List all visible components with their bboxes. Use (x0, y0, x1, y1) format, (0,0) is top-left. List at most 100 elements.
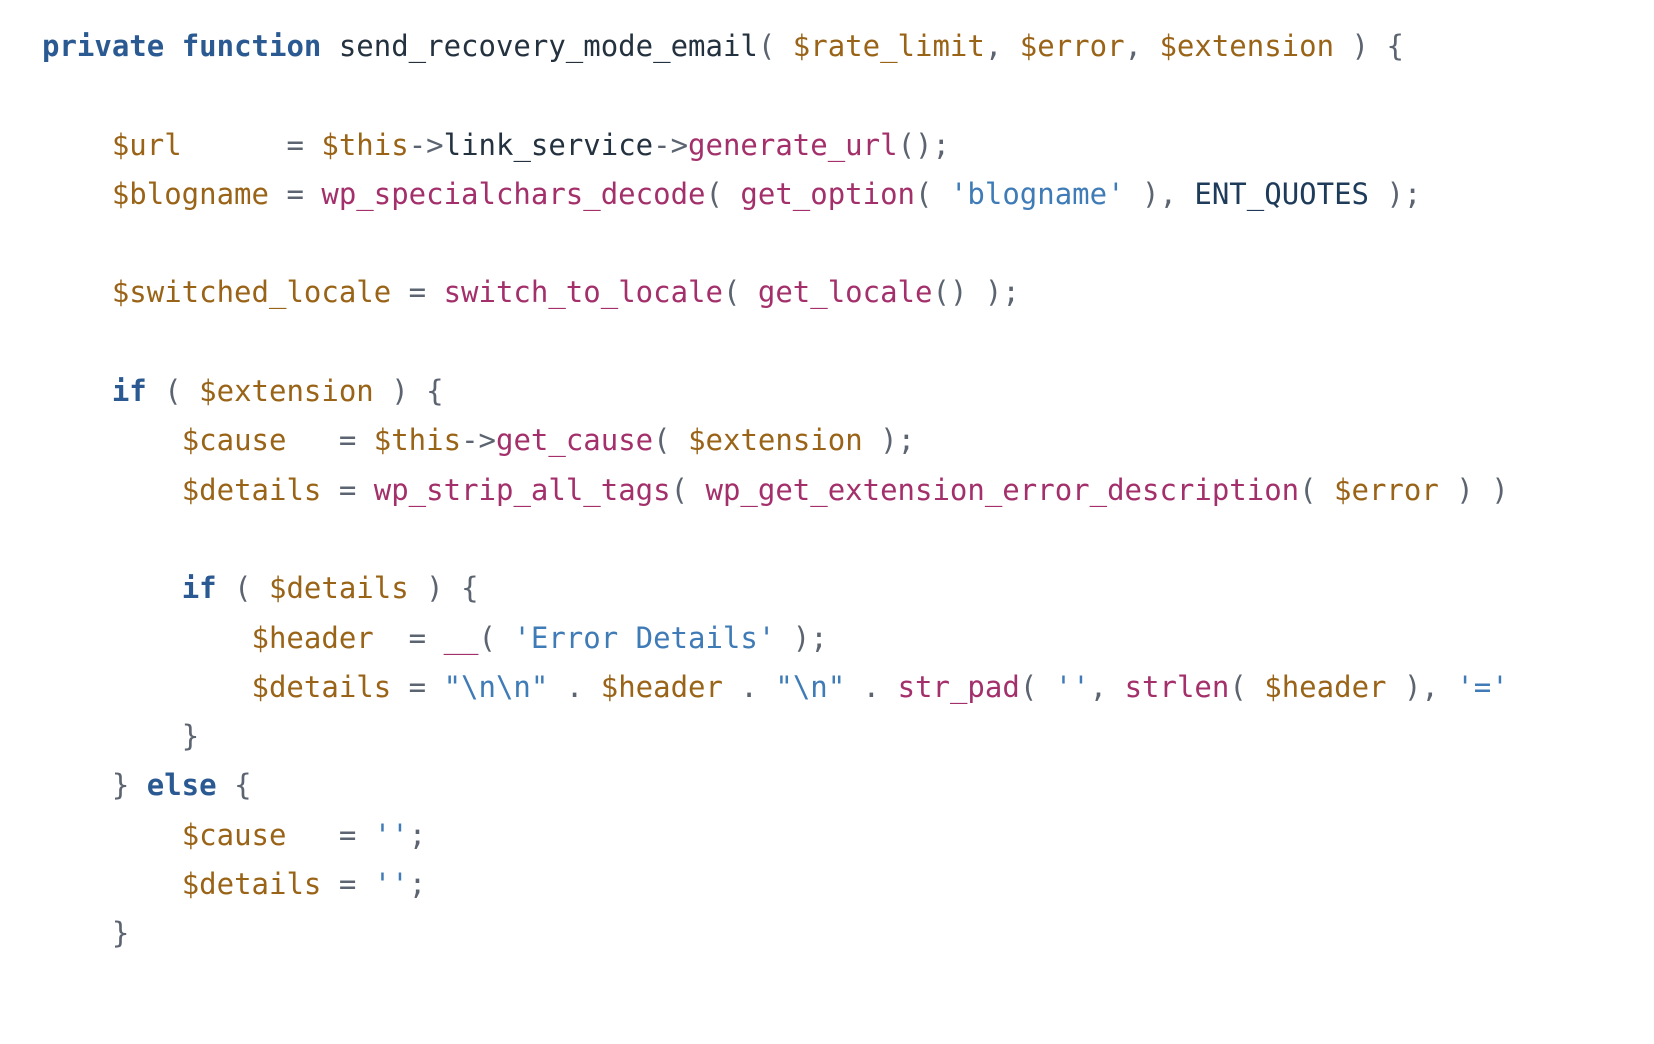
code-token-punct: } (181, 719, 200, 754)
code-token-plain (42, 621, 252, 655)
code-token-punct: , (984, 29, 1020, 63)
code-token-keyword: function (181, 29, 322, 63)
code-token-punct: ( (915, 176, 950, 211)
code-token-punct: ) { (1334, 29, 1404, 63)
code-line: private function send_recovery_mode_emai… (42, 22, 1509, 71)
code-line: } (42, 712, 1509, 761)
code-token-punct: ) ) (1438, 472, 1509, 507)
code-token-punct: { (216, 768, 252, 803)
code-token-variable: $cause (181, 817, 287, 852)
code-token-variable: $this (373, 423, 462, 458)
code-token-constant: ENT_QUOTES (1194, 176, 1369, 211)
code-token-function: wp_get_extension_error_description (705, 472, 1300, 507)
code-token-variable: $details (251, 669, 392, 704)
code-token-variable: $blogname (111, 176, 269, 211)
code-token-function: switch_to_locale (443, 275, 723, 310)
code-line: ​ (42, 219, 1509, 268)
code-token-function: get_cause (496, 423, 654, 458)
code-token-punct: } (111, 916, 130, 951)
code-token-keyword: private (42, 29, 165, 63)
code-block: private function send_recovery_mode_emai… (42, 22, 1509, 959)
code-token-punct: ( (722, 275, 758, 310)
code-token-punct: () ); (932, 275, 1020, 310)
code-token-plain (42, 374, 112, 408)
code-token-variable: $header (600, 669, 723, 704)
code-token-punct: ( (1229, 669, 1265, 704)
code-token-variable: $details (181, 867, 322, 902)
code-token-punct: ); (862, 423, 916, 458)
code-token-variable: $error (1019, 29, 1125, 63)
code-token-variable: $switched_locale (111, 275, 392, 310)
code-token-punct: = (286, 817, 374, 852)
code-token-plain (42, 818, 182, 852)
code-token-function: strlen (1124, 669, 1230, 704)
code-line: $url = $this->link_service->generate_url… (42, 121, 1509, 170)
code-token-function: wp_specialchars_decode (321, 176, 706, 211)
code-line: ​ (42, 515, 1509, 564)
code-token-punct: = (268, 176, 322, 211)
code-token-plain (42, 719, 182, 753)
code-token-keyword: if (181, 571, 217, 606)
code-token-string: '' (373, 817, 409, 852)
code-token-punct: = (373, 620, 444, 655)
code-token-plain (42, 670, 252, 704)
code-token-punct: = (391, 275, 444, 310)
code-token-function: wp_strip_all_tags (373, 472, 671, 507)
code-token-variable: $header (251, 620, 374, 655)
code-token-punct: ( (216, 571, 269, 606)
code-line: $cause = ''; (42, 811, 1509, 860)
code-token-punct: ; (408, 817, 427, 852)
code-token-punct: . (548, 669, 601, 704)
code-token-plain (164, 29, 181, 63)
code-token-plain: link_service (443, 127, 654, 162)
code-token-variable: $rate_limit (792, 29, 985, 63)
code-token-string: '=' (1456, 669, 1509, 704)
code-token-variable: $extension (1159, 29, 1335, 63)
code-token-punct: ( (146, 374, 200, 409)
code-token-variable: $extension (688, 423, 863, 458)
code-token-punct: ( (1299, 472, 1335, 507)
code-token-punct: ); (775, 620, 828, 655)
code-token-variable: $details (181, 472, 322, 507)
code-token-punct: -> (408, 127, 444, 162)
code-token-punct: = (321, 472, 374, 507)
code-token-punct: ), (1124, 176, 1195, 211)
code-line: ​ (42, 71, 1509, 120)
code-token-plain (42, 867, 182, 901)
code-token-plain (42, 423, 182, 457)
code-token-punct: = (321, 867, 374, 902)
code-line: $details = wp_strip_all_tags ( wp_get_ext… (42, 466, 1509, 515)
code-token-function: get_option (740, 176, 916, 211)
code-token-plain (42, 275, 112, 309)
code-token-function: str_pad (897, 669, 1020, 704)
code-token-variable: $header (1264, 669, 1387, 704)
code-token-punct: ( (478, 620, 514, 655)
code-token-string: '' (1054, 669, 1090, 704)
code-line: if ( $extension ) { (42, 367, 1509, 416)
code-token-punct: , (1089, 669, 1125, 704)
code-token-punct: ( (1019, 669, 1055, 704)
code-line: $blogname = wp_specialchars_decode ( get_… (42, 170, 1509, 219)
code-token-plain (42, 916, 112, 950)
code-token-string: "\n\n" (443, 669, 549, 704)
code-token-keyword: else (146, 768, 217, 803)
code-token-variable: $this (321, 127, 409, 162)
code-token-punct: . (722, 669, 776, 704)
code-token-punct: ); (1369, 176, 1422, 211)
code-token-punct: -> (653, 127, 689, 162)
code-token-function: get_locale (757, 275, 933, 310)
code-token-variable: $extension (199, 374, 374, 409)
code-token-punct: ; (408, 867, 427, 902)
code-token-punct: ( (653, 423, 689, 458)
code-token-punct: } (111, 768, 147, 803)
code-token-variable: $url (111, 127, 182, 162)
code-line: $cause = $this->get_cause( $extension ); (42, 416, 1509, 465)
code-token-plain (42, 177, 112, 211)
code-token-punct: (); (897, 127, 950, 162)
code-token-string: '' (373, 867, 409, 902)
code-token-variable: $cause (181, 423, 287, 458)
code-line: $switched_locale = switch_to_locale( get… (42, 268, 1509, 317)
code-token-string: 'Error Details' (513, 620, 776, 655)
code-token-keyword: if (111, 374, 147, 409)
